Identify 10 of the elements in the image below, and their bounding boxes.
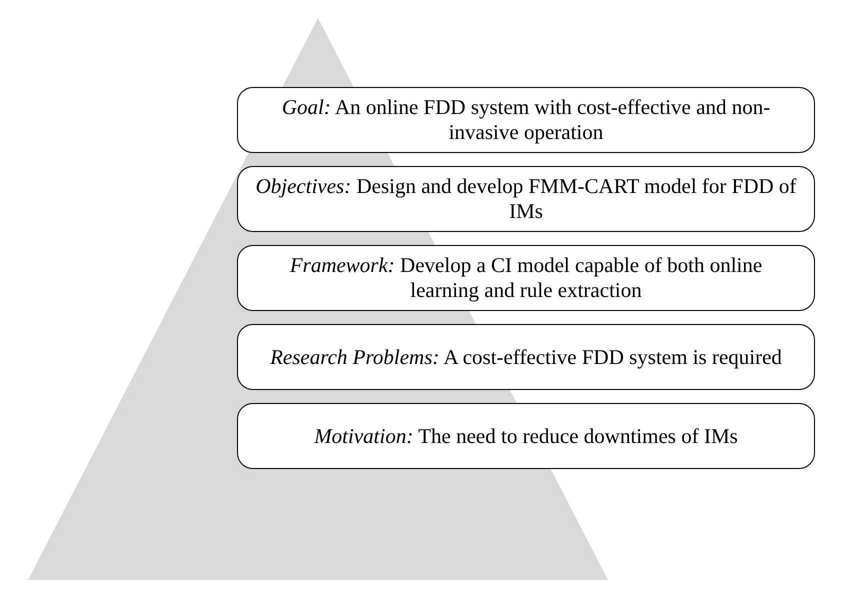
rounded-box (237, 87, 815, 153)
rounded-box (237, 324, 815, 390)
rounded-box (237, 166, 815, 232)
rounded-box (237, 403, 815, 469)
box-text: Goal: An online FDD system with cost-effective and non-invasive operation (280, 95, 772, 145)
box-text: Motivation: The need to reduce downtimes of IMs (314, 424, 738, 448)
box-text: Research Problems: A cost-effective FDD system is required (270, 344, 782, 370)
rounded-box (237, 245, 815, 311)
box-text: Framework: Develop a CI model capable of both online learning and rule extraction (288, 253, 764, 303)
box-text: Objectives: Design and develop FMM-CART model for FDD of IMs (254, 174, 798, 224)
